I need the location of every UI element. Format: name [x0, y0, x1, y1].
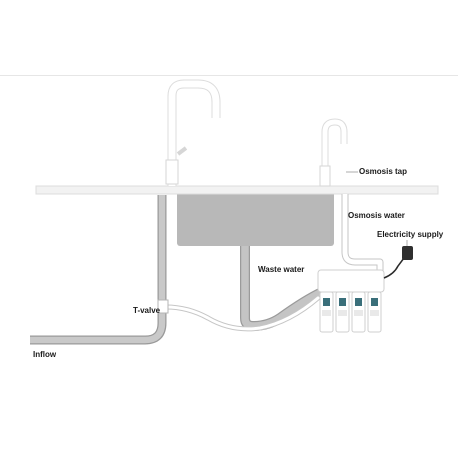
inflow-pipe-core — [30, 195, 166, 344]
power-cable — [383, 257, 405, 279]
osmosis-water-tube-core — [342, 194, 383, 272]
osmosis-tap-label: Osmosis tap — [359, 167, 408, 176]
sink-basin — [177, 190, 334, 246]
t-valve-label: T-valve — [133, 306, 161, 315]
filter-unit — [317, 269, 385, 333]
t-valve-icon — [157, 299, 169, 314]
drain-pipe-core — [241, 242, 326, 330]
filter-cartridge — [319, 291, 334, 333]
osmosis-water-label: Osmosis water — [348, 211, 405, 220]
filter-cartridge — [367, 291, 382, 333]
filter-cartridge — [351, 291, 366, 333]
electricity-supply-label: Electricity supply — [377, 230, 444, 239]
inflow-label: Inflow — [33, 350, 57, 359]
inflow-pipe — [30, 195, 167, 345]
filter-cartridge — [335, 291, 350, 333]
power-plug-icon — [402, 246, 413, 260]
waste-water-label: Waste water — [258, 265, 305, 274]
osmosis-tap-icon — [319, 118, 348, 187]
feed-tube-core — [164, 296, 320, 331]
countertop — [35, 185, 439, 195]
top-divider — [0, 75, 458, 76]
kitchen-faucet-icon — [165, 79, 221, 186]
